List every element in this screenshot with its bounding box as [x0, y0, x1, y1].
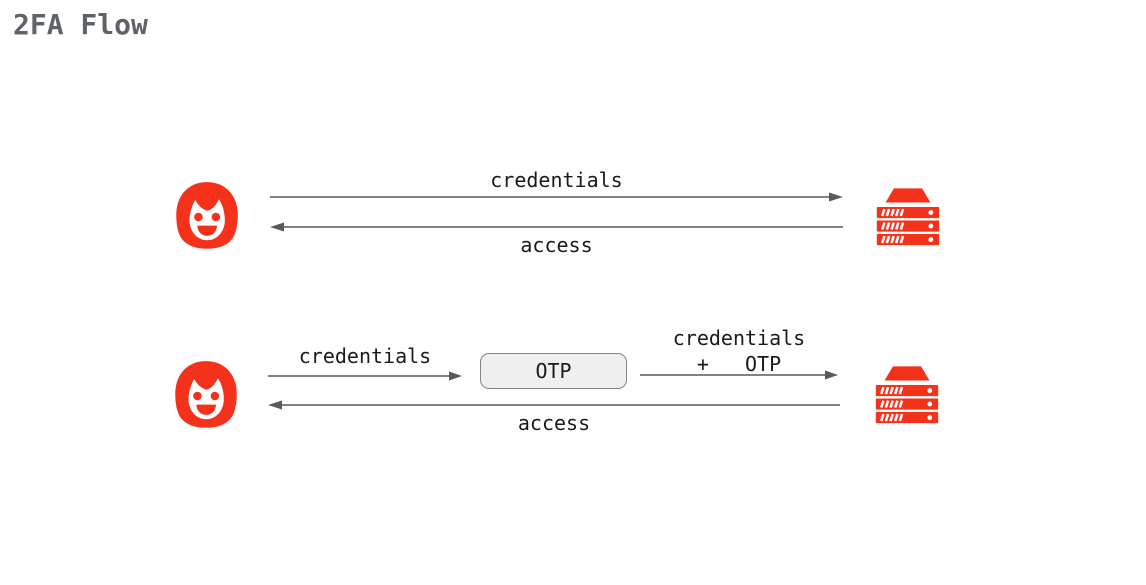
- flow2-credentials-label: credentials: [298, 344, 432, 368]
- flow2-credentials-otp-arrow: [640, 370, 838, 380]
- flow1-access-label: access: [520, 233, 593, 257]
- page-title: 2FA Flow: [13, 8, 148, 41]
- flow2-access-arrow: [268, 400, 840, 410]
- flow1-credentials-label: credentials: [490, 168, 623, 192]
- flow2-access-label: access: [517, 411, 591, 435]
- server-stack-icon: [872, 183, 944, 249]
- user-face-icon: [165, 354, 247, 436]
- flow2-combined-label-line2: + OTP: [696, 352, 782, 376]
- flow2-combined-label-line1: credentials: [672, 326, 806, 350]
- flow1-credentials-arrow: [270, 192, 843, 202]
- user-face-icon: [166, 175, 248, 257]
- server-stack-icon: [871, 361, 943, 427]
- otp-box: OTP: [480, 353, 627, 389]
- flow1-access-arrow: [270, 222, 843, 232]
- otp-box-label: OTP: [535, 359, 572, 383]
- flow2-credentials-arrow: [268, 371, 462, 381]
